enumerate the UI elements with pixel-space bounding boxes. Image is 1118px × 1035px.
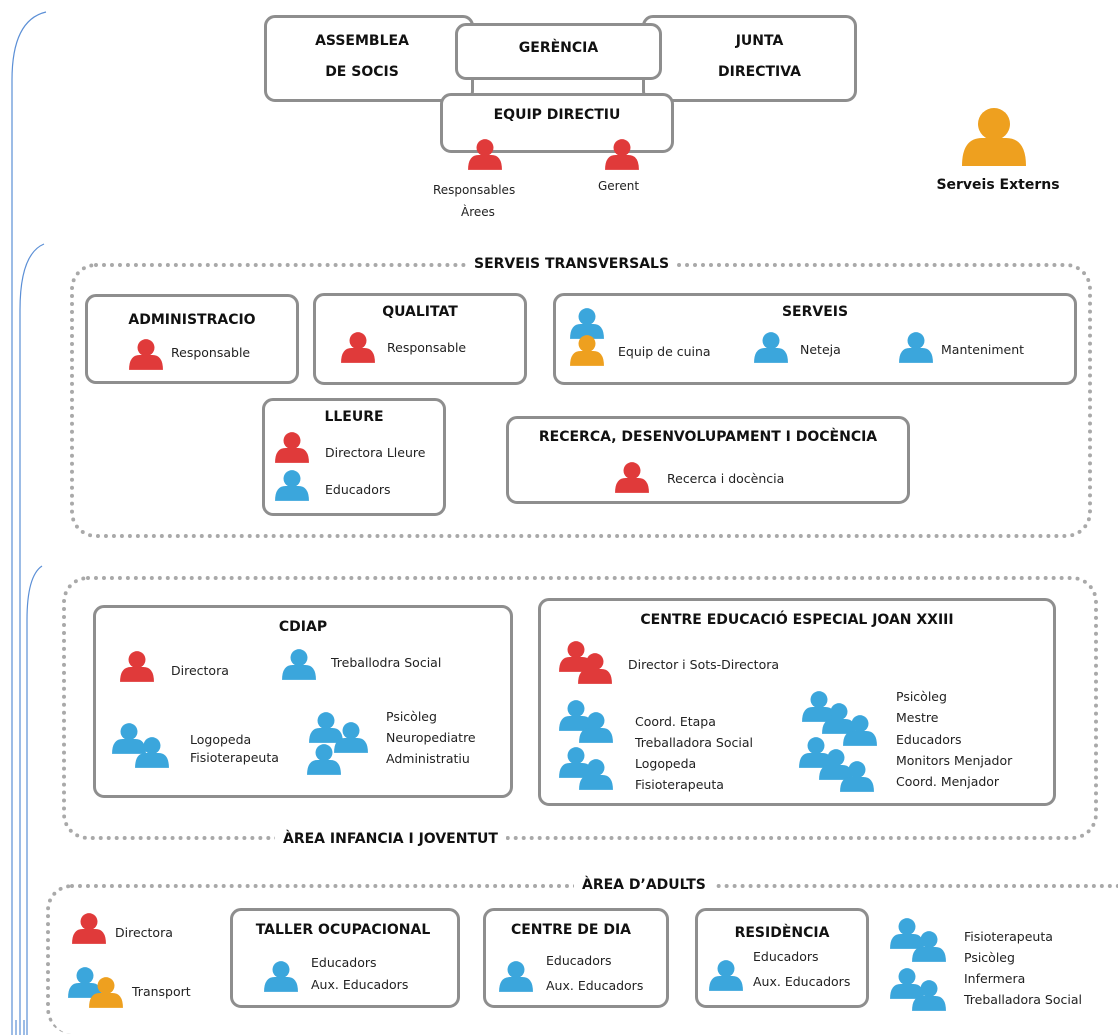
adults-staff-line3: Infermera [964, 971, 1026, 986]
residencia-box [695, 908, 869, 1008]
cdiap-logopeda-line2: Fisioterapeuta [190, 750, 279, 765]
gerencia-box [455, 23, 662, 80]
person-icon-cee-left-2 [578, 711, 614, 743]
person-icon-adults-directora [71, 912, 107, 944]
taller-line2: Aux. Educadors [311, 977, 409, 992]
adults-staff-line2: Psicòleg [964, 950, 1015, 965]
person-icon-recerca [614, 461, 650, 493]
centre-dia-title: CENTRE DE DIA [510, 922, 632, 938]
person-icon-cee-director-2 [577, 652, 613, 684]
area-infancia-title: ÀREA INFANCIA I JOVENTUT [275, 831, 506, 847]
responsables-line1: Responsables [433, 183, 516, 197]
person-icon-taller [263, 960, 299, 992]
person-icon-responsables [467, 138, 503, 170]
person-icon-adults-staff-4 [911, 979, 947, 1011]
junta-line2: DIRECTIVA [718, 64, 801, 80]
person-icon-serveis-externs [958, 106, 1030, 166]
qualitat-label: Responsable [387, 340, 467, 355]
person-icon-lleure-educadors [274, 469, 310, 501]
person-icon-adults-staff-2 [911, 930, 947, 962]
assemblea-line2: DE SOCIS [325, 64, 399, 80]
serveis-manteniment-label: Manteniment [941, 342, 1025, 357]
area-infancia-region [62, 576, 1098, 840]
person-icon-lleure-directora [274, 431, 310, 463]
person-icon-cdiap-treballadora [281, 648, 317, 680]
administracio-title: ADMINISTRACIO [128, 312, 256, 328]
person-icon-residencia [708, 959, 744, 991]
person-icon-cdiap-psicoleg-3 [306, 743, 342, 775]
taller-line1: Educadors [311, 955, 377, 970]
area-adults-title: ÀREA D’ADULTS [574, 877, 714, 893]
residencia-title: RESIDÈNCIA [734, 925, 830, 941]
cee-right-line3: Educadors [896, 732, 962, 747]
person-icon-cdiap-logopeda-2 [134, 736, 170, 768]
recerca-box [506, 416, 910, 504]
cdiap-psicoleg-line3: Administratiu [386, 751, 470, 766]
person-icon-cee-right-6 [839, 760, 875, 792]
cdiap-psicoleg-line1: Psicòleg [386, 709, 437, 724]
gerencia-title: GERÈNCIA [518, 40, 599, 56]
adults-staff-line1: Fisioterapeuta [964, 929, 1053, 944]
junta-box [642, 15, 857, 102]
cdiap-psicoleg-line2: Neuropediatre [386, 730, 476, 745]
cee-left-line2: Treballadora Social [635, 735, 753, 750]
lleure-directora-label: Directora Lleure [325, 445, 426, 460]
assemblea-line1: ASSEMBLEA [315, 33, 409, 49]
taller-title: TALLER OCUPACIONAL [255, 922, 431, 938]
equip-directiu-title: EQUIP DIRECTIU [493, 107, 621, 123]
lleure-title: LLEURE [324, 409, 384, 425]
cee-left-line3: Logopeda [635, 756, 697, 771]
responsables-line2: Àrees [461, 205, 495, 219]
cee-box [538, 598, 1056, 806]
cee-left-line1: Coord. Etapa [635, 714, 716, 729]
cdiap-logopeda-line1: Logopeda [190, 732, 252, 747]
lleure-educadors-label: Educadors [325, 482, 391, 497]
cee-right-line1: Psicòleg [896, 689, 947, 704]
cdiap-treballadora-label: Treballodra Social [331, 655, 442, 670]
cee-right-line2: Mestre [896, 710, 939, 725]
administracio-box [85, 294, 299, 384]
person-icon-cee-right-3 [842, 714, 878, 746]
gerent-label: Gerent [598, 179, 640, 193]
serveis-neteja-label: Neteja [800, 342, 841, 357]
assemblea-box [264, 15, 474, 102]
centre-dia-line2: Aux. Educadors [546, 978, 644, 993]
recerca-label: Recerca i docència [667, 471, 785, 486]
serveis-externs-label: Serveis Externs [936, 177, 1060, 193]
person-icon-administracio [128, 338, 164, 370]
cee-director-label: Director i Sots-Directora [628, 657, 780, 672]
cdiap-directora-label: Directora [171, 663, 229, 678]
adults-transport-label: Transport [132, 984, 191, 999]
recerca-title: RECERCA, DESENVOLUPAMENT I DOCÈNCIA [538, 429, 878, 445]
centre-dia-line1: Educadors [546, 953, 612, 968]
serveis-cuina-label: Equip de cuina [618, 344, 711, 359]
cee-left-line4: Fisioterapeuta [635, 777, 724, 792]
person-icon-cdiap-directora [119, 650, 155, 682]
serveis-transversals-title: SERVEIS TRANSVERSALS [466, 256, 678, 272]
person-icon-gerent [604, 138, 640, 170]
qualitat-title: QUALITAT [382, 304, 458, 320]
serveis-box [553, 293, 1077, 385]
person-icon-manteniment [898, 331, 934, 363]
adults-directora-label: Directora [115, 925, 173, 940]
person-icon-transport-orange [88, 976, 124, 1008]
person-icon-centre-dia [498, 960, 534, 992]
left-bracket [11, 11, 47, 1035]
residencia-line1: Educadors [753, 949, 819, 964]
junta-line1: JUNTA [735, 33, 784, 49]
cee-right-line4: Monitors Menjador [896, 753, 1013, 768]
residencia-line2: Aux. Educadors [753, 974, 851, 989]
person-icon-cee-left-4 [578, 758, 614, 790]
cdiap-title: CDIAP [278, 619, 328, 635]
adults-staff-line4: Treballadora Social [964, 992, 1082, 1007]
serveis-title: SERVEIS [781, 304, 849, 320]
cee-title: CENTRE EDUCACIÓ ESPECIAL JOAN XXIII [640, 612, 954, 628]
cee-right-line5: Coord. Menjador [896, 774, 1000, 789]
person-icon-neteja [753, 331, 789, 363]
person-icon-cuina-orange [569, 334, 605, 366]
administracio-label: Responsable [171, 345, 251, 360]
person-icon-qualitat [340, 331, 376, 363]
qualitat-box [313, 293, 527, 385]
